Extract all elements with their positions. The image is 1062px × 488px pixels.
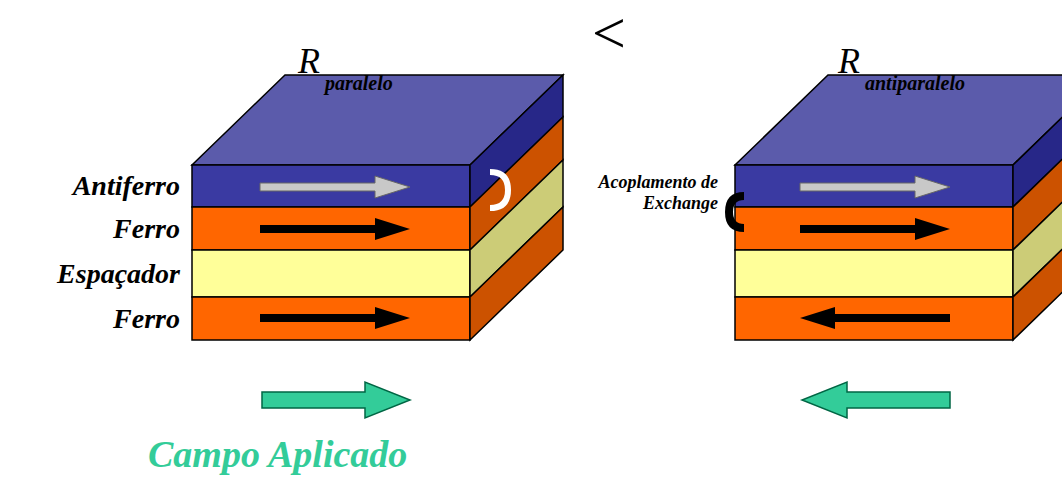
exchange-bracket <box>490 172 508 208</box>
left-stack <box>192 75 563 340</box>
spacer-layer <box>735 250 1013 297</box>
magnetization-arrow <box>260 218 410 240</box>
ferro-layer <box>192 297 470 340</box>
right-stack <box>729 75 1062 340</box>
side-face <box>1013 207 1062 340</box>
resistance-symbol: R <box>298 42 320 82</box>
layer-name: Antiferro <box>73 170 180 202</box>
ferro-layer <box>735 207 1013 250</box>
layer-name: Ferro <box>113 213 180 245</box>
side-face <box>470 207 563 340</box>
ferro-layer <box>735 297 1013 340</box>
exchange-bracket <box>729 196 744 228</box>
layer-label-box: Espaçador <box>192 250 470 297</box>
layer-name: Espaçador <box>57 258 180 290</box>
magnetization-arrow <box>800 307 950 329</box>
field-arrow <box>802 382 950 418</box>
layer-label-box: Ferro <box>192 207 470 250</box>
magnetization-arrow <box>260 307 410 329</box>
layer-label-box: Ferro <box>192 297 470 340</box>
resistance-subscript: antiparalelo <box>865 72 965 94</box>
magnetization-arrow <box>800 218 950 240</box>
layer-name: Ferro <box>113 303 180 335</box>
spacer-layer <box>192 250 470 297</box>
layer-label-box: Antiferro <box>192 165 470 207</box>
antiferro-layer <box>735 165 1013 207</box>
applied-field-label: Campo Aplicado <box>148 434 407 476</box>
resistance-symbol: R <box>838 42 860 82</box>
exchange-coupling-label: Acoplamento de Exchange <box>566 172 718 213</box>
ferro-layer <box>192 207 470 250</box>
comparison-sign: < <box>592 0 626 66</box>
resistance-subscript: paralelo <box>325 72 393 94</box>
antiferro-layer <box>192 165 470 207</box>
field-arrow <box>262 382 410 418</box>
magnetization-arrow <box>800 176 950 198</box>
magnetization-arrow <box>260 176 410 198</box>
